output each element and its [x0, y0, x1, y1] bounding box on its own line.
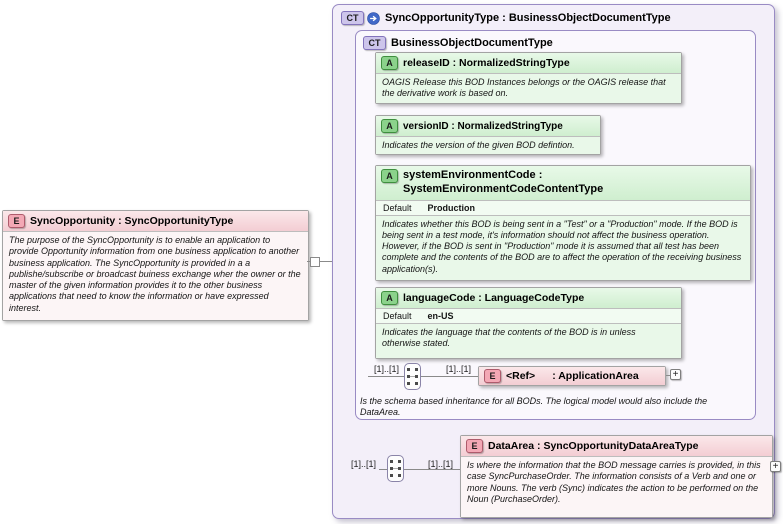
element-ref-type: : ApplicationArea [552, 370, 639, 382]
attribute-versionid[interactable]: A versionID : NormalizedStringType Indic… [375, 115, 601, 156]
multiplicity-label: [1]..[1] [374, 364, 400, 374]
element-dataarea-annotation: Is where the information that the BOD me… [461, 456, 772, 517]
attribute-releaseid-annotation: OAGIS Release this BOD Instances belongs… [376, 73, 681, 103]
element-syncopportunity-annotation: The purpose of the SyncOpportunity is to… [3, 231, 308, 320]
attribute-releaseid[interactable]: A releaseID : NormalizedStringType OAGIS… [375, 52, 682, 104]
complextype-title: SyncOpportunityType : BusinessObjectDocu… [385, 12, 671, 24]
multiplicity-label: [1]..[1] [428, 459, 454, 469]
element-badge: E [8, 214, 25, 228]
connector-line [421, 376, 478, 377]
connector-line [404, 469, 460, 470]
basetype-title: BusinessObjectDocumentType [391, 37, 553, 49]
element-badge: E [466, 439, 483, 453]
connector-line [666, 375, 670, 376]
derived-by-extension-arrow-icon [367, 11, 380, 25]
complextype-badge: CT [363, 36, 386, 50]
element-badge: E [484, 369, 501, 383]
attribute-versionid-header[interactable]: A versionID : NormalizedStringType [376, 116, 600, 136]
attribute-languagecode-header[interactable]: A languageCode : LanguageCodeType [376, 288, 681, 308]
element-syncopportunity-title: SyncOpportunity : SyncOpportunityType [30, 215, 234, 227]
attribute-systemenvironmentcode-header[interactable]: A systemEnvironmentCode : SystemEnvironm… [376, 166, 750, 200]
attribute-badge: A [381, 56, 398, 70]
element-dataarea-header[interactable]: E DataArea : SyncOpportunityDataAreaType [461, 436, 772, 456]
complextype-syncopportunitytype-header[interactable]: CT SyncOpportunityType : BusinessObjectD… [333, 5, 774, 29]
basetype-footer-annotation: Is the schema based inheritance for all … [360, 396, 708, 417]
element-syncopportunity[interactable]: E SyncOpportunity : SyncOpportunityType … [2, 210, 309, 321]
attribute-languagecode[interactable]: A languageCode : LanguageCodeType Defaul… [375, 287, 682, 359]
element-ref-applicationarea-header[interactable]: E <Ref> : ApplicationArea [479, 367, 665, 385]
attribute-badge: A [381, 291, 398, 305]
attribute-systemenvironmentcode-default-row: Default Production [376, 199, 750, 215]
complextype-badge: CT [341, 11, 364, 25]
attribute-releaseid-header[interactable]: A releaseID : NormalizedStringType [376, 53, 681, 73]
element-ref-applicationarea[interactable]: E <Ref> : ApplicationArea [478, 366, 666, 386]
default-label: Default [383, 202, 412, 213]
element-dataarea-title: DataArea : SyncOpportunityDataAreaType [488, 440, 699, 452]
element-syncopportunity-header[interactable]: E SyncOpportunity : SyncOpportunityType [3, 211, 308, 231]
attribute-languagecode-default-row: Default en-US [376, 308, 681, 323]
attribute-systemenvironmentcode-title: systemEnvironmentCode : SystemEnvironmen… [403, 169, 604, 195]
default-value: Production [427, 202, 476, 213]
attribute-systemenvironmentcode[interactable]: A systemEnvironmentCode : SystemEnvironm… [375, 165, 751, 281]
default-label: Default [383, 311, 412, 321]
sequence-compositor-icon[interactable] [387, 455, 404, 482]
attribute-releaseid-title: releaseID : NormalizedStringType [403, 57, 570, 69]
attribute-versionid-annotation: Indicates the version of the given BOD d… [376, 136, 600, 155]
attribute-systemenvironmentcode-annotation: Indicates whether this BOD is being sent… [376, 214, 750, 280]
sequence-compositor-icon[interactable] [404, 363, 421, 390]
multiplicity-label: [1]..[1] [446, 364, 472, 374]
complextype-businessobjectdocumenttype-header[interactable]: CT BusinessObjectDocumentType [356, 31, 755, 53]
element-dataarea[interactable]: E DataArea : SyncOpportunityDataAreaType… [460, 435, 773, 518]
attribute-badge: A [381, 169, 398, 183]
attribute-versionid-title: versionID : NormalizedStringType [403, 120, 563, 132]
multiplicity-label: [1]..[1] [351, 459, 377, 469]
attribute-languagecode-title: languageCode : LanguageCodeType [403, 292, 585, 304]
connector-line [368, 376, 404, 377]
element-ref-name: <Ref> [506, 370, 536, 382]
default-value: en-US [427, 311, 454, 321]
attribute-badge: A [381, 119, 398, 133]
expand-applicationarea-button[interactable]: + [670, 369, 681, 380]
collapse-handle[interactable] [310, 257, 320, 267]
expand-dataarea-button[interactable]: + [770, 461, 781, 472]
connector-line [379, 469, 387, 470]
attribute-languagecode-annotation: Indicates the language that the contents… [376, 323, 681, 358]
